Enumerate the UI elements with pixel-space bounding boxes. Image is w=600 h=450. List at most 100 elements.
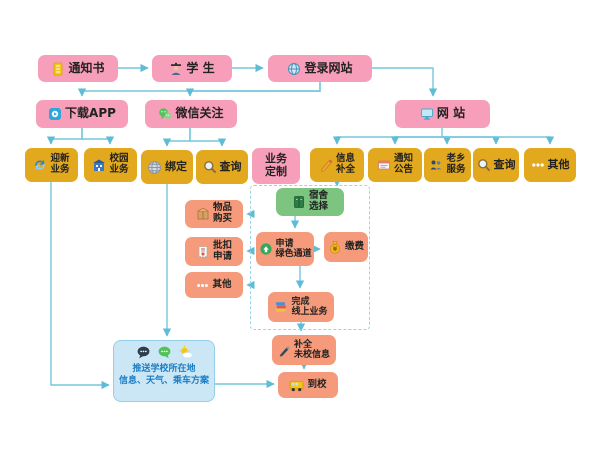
node-label: 缴费 [344,240,364,252]
node-label-line: 宿舍 [308,190,328,202]
node-label: 查询 [219,159,242,173]
node-dorm-select: 宿舍 选择 [276,188,344,216]
node-label: 批扣 申请 [212,239,232,263]
dots-icon [531,158,545,172]
pen-icon [278,344,291,357]
node-label: 物品 购买 [212,202,232,225]
node-label: 业务 定制 [265,153,287,178]
node-label: 信息 补全 [335,153,355,176]
wechat-icon [158,107,172,121]
node-label-line: 补全 [335,164,355,175]
node-push-info: 推送学校所在地 信息、天气、乘车方案 [113,340,215,402]
chat-green-icon [157,345,172,360]
node-bind: 绑定 [141,150,193,184]
node-label: 迎新 业务 [50,153,70,176]
search-icon [203,160,217,174]
node-label-line: 公告 [393,164,413,175]
node-label-line: 物品 [212,202,232,214]
app-icon [48,107,62,121]
node-label: 其他 [212,278,232,290]
node-label: 绑定 [165,159,187,173]
node-download-app: 下载APP [36,100,128,128]
node-label-line: 信息、天气、乘车方案 [118,376,209,387]
node-label-line: 业务 [50,164,70,175]
student-icon [169,62,183,76]
node-label: 查询 [493,157,516,171]
node-label: 其他 [547,157,570,171]
node-supplement-info: 补全 未校信息 [272,335,336,365]
box-icon [196,207,210,221]
green-arrow-icon [259,242,273,256]
node-notice: 通知 公告 [368,148,422,182]
node-label: 到校 [307,378,327,390]
node-item-purchase: 物品 购买 [185,200,243,228]
search-icon [477,158,491,172]
node-label: 下载APP [65,106,116,121]
node-complete-online: 完成 线上业务 [268,292,334,322]
node-info-complete: 信息 补全 [310,148,364,182]
node-welcome-business: 迎新 业务 [25,148,78,182]
sun-icon [178,345,193,360]
node-batch-deduction: 批扣 申请 [185,237,243,266]
node-label-line: 老乡 [446,153,466,165]
node-label-line: 补全 [293,339,312,350]
monitor-icon [420,107,434,121]
node-label: 微信关注 [175,106,224,121]
node-label: 补全 未校信息 [294,340,330,361]
cards-icon [274,300,288,314]
node-label-line: 校园 [109,153,129,165]
node-label-line: 定制 [265,165,287,178]
chat-dark-icon [136,345,151,360]
node-wechat-follow: 微信关注 [145,100,237,128]
node-website: 网 站 [395,100,490,128]
node-campus-business: 校园 业务 [84,148,137,182]
node-label: 网 站 [436,106,466,121]
node-label: 通知 公告 [393,153,413,176]
node-login-website: 登录网站 [268,55,372,82]
node-label: 学 生 [186,60,215,75]
node-query-website: 查询 [473,148,519,182]
node-label-line: 批扣 [212,239,232,251]
node-label-line: 购买 [212,213,232,224]
globe2-icon [147,160,162,175]
node-label-line: 线上业务 [291,307,328,317]
globe-icon [287,62,301,76]
node-pay: ¥ 缴费 [324,232,368,262]
node-green-channel: 申请 绿色通道 [256,232,314,266]
node-business-custom: 业务 定制 [252,148,300,184]
node-notification: 通知书 [38,55,118,82]
moneybag-icon: ¥ [328,240,342,254]
node-hometown-service: 老乡 服务 [424,148,471,182]
node-label-line: 通知 [393,153,413,165]
node-label-line: 选择 [308,201,328,212]
node-label-line: 申请 [275,238,294,249]
node-label-line: 申请 [212,250,232,262]
node-student: 学 生 [152,55,232,82]
dashed-group-online-business [250,185,370,330]
node-other-website: 其他 [524,148,576,182]
node-label-line: 业务 [109,164,129,175]
node-label: 登录网站 [304,60,353,75]
node-query-wechat: 查询 [196,150,248,184]
people-icon [429,158,443,172]
campus-icon [92,158,106,172]
notice-icon [377,158,391,172]
node-label-line: 信息 [335,153,355,165]
node-label-line: 服务 [446,164,466,175]
node-label: 老乡 服务 [446,153,466,176]
document-icon [51,62,65,76]
dots-icon [196,279,209,292]
node-label-line: 业务 [265,152,287,166]
node-label: 推送学校所在地 信息、天气、乘车方案 [119,363,209,387]
node-other-middle: 其他 [185,272,243,298]
bus-icon [289,378,304,393]
locker-icon [292,195,306,209]
node-label: 申请 绿色通道 [276,239,312,260]
node-label: 通知书 [68,60,105,75]
node-label-line: 迎新 [50,153,70,165]
receipt-icon [196,245,210,259]
node-label-line: 推送学校所在地 [132,364,196,374]
node-label-line: 完成 [291,296,310,307]
